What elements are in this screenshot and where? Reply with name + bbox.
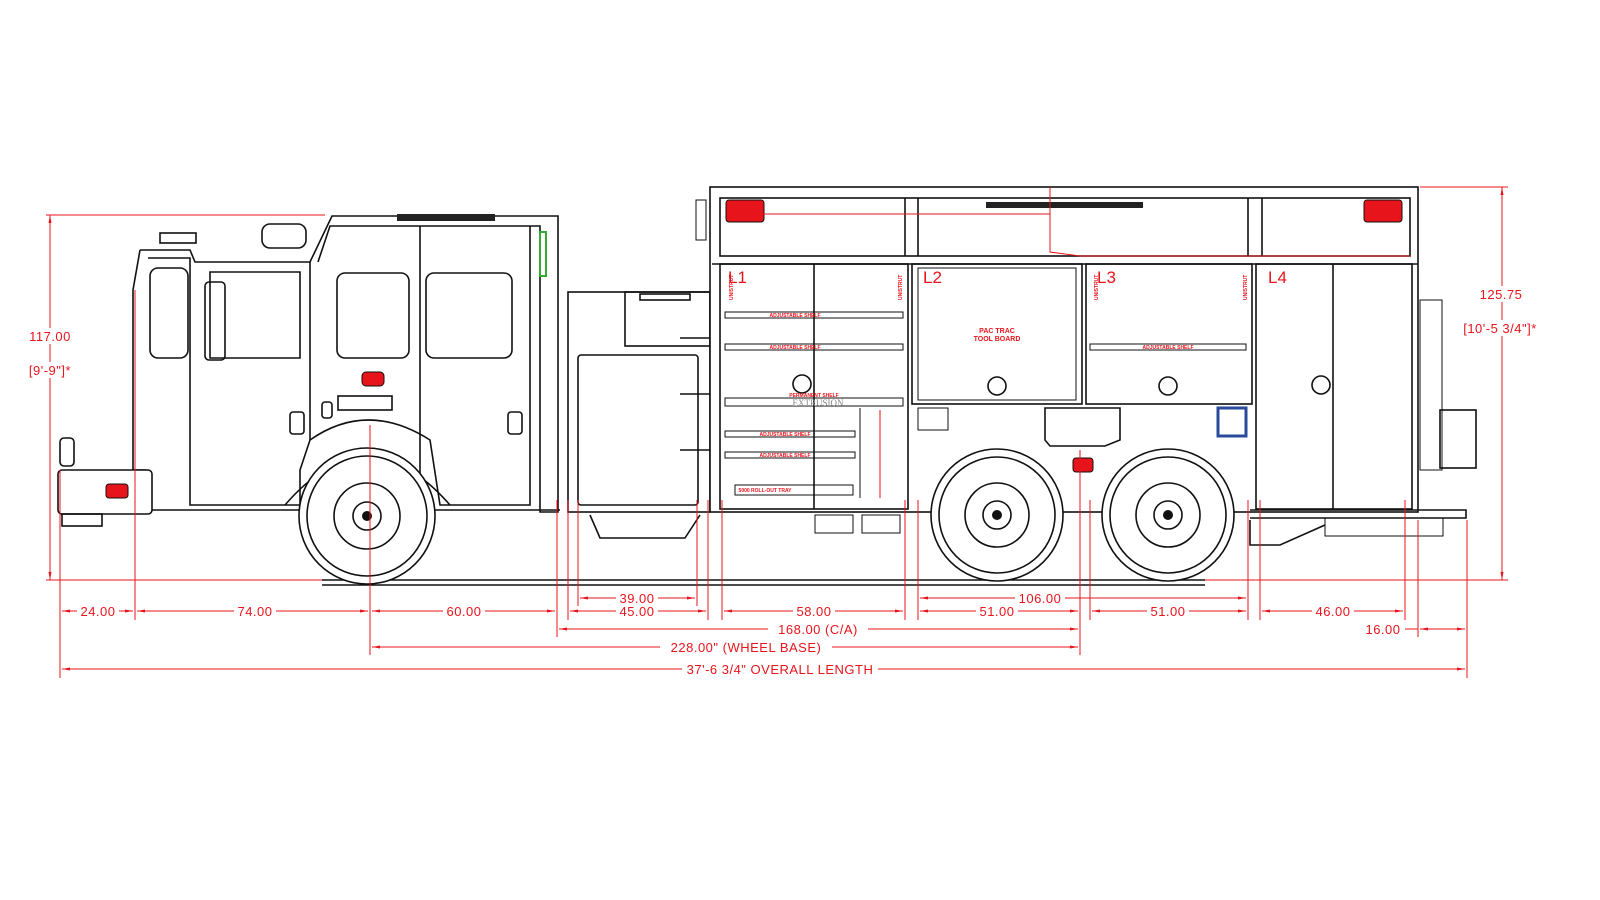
dim-l3-width: 51.00 bbox=[1150, 604, 1185, 619]
tool-board-label: TOOL BOARD bbox=[974, 336, 1021, 343]
dim-pump-inner: 39.00 bbox=[619, 591, 654, 606]
dim-front-overhang: 24.00 bbox=[80, 604, 115, 619]
dimensions: 117.00 [9'-9"]* 125.75 [10'-5 3/4"]* 24.… bbox=[18, 186, 1554, 678]
shelf-label: ADJUSTABLE SHELF bbox=[759, 453, 810, 459]
rear-wheel-2 bbox=[1101, 448, 1235, 582]
dim-axle-to-cab: 60.00 bbox=[446, 604, 481, 619]
shelf-label: ADJUSTABLE SHELF bbox=[769, 345, 820, 351]
compartment-label-l3: L3 bbox=[1097, 268, 1116, 287]
dim-cab-height: 117.00 bbox=[29, 329, 71, 344]
dim-cab-to-axle: 168.00 (C/A) bbox=[778, 622, 858, 637]
unistrut-label: UNISTRUT bbox=[1243, 275, 1249, 300]
compartment-label-l1: L1 bbox=[728, 268, 747, 287]
dim-wheel-base: 228.00" (WHEEL BASE) bbox=[671, 640, 822, 655]
dim-rear-overhang: 16.00 bbox=[1365, 622, 1400, 637]
shelf-label: ADJUSTABLE SHELF bbox=[1142, 345, 1193, 351]
dim-body-height: 125.75 bbox=[1480, 287, 1523, 302]
ground-line bbox=[322, 579, 1205, 586]
permanent-shelf-label: PERMANENT SHELF bbox=[789, 393, 838, 399]
compartment-label-l4: L4 bbox=[1268, 268, 1287, 287]
shelf-label: ADJUSTABLE SHELF bbox=[759, 432, 810, 438]
rollout-tray-label: 5000 ROLL-OUT TRAY bbox=[739, 488, 793, 494]
compartment-labels: L1 L2 L3 L4 UNISTRUT UNISTRUT UNISTRUT U… bbox=[728, 268, 1287, 494]
dim-l2-width: 51.00 bbox=[979, 604, 1014, 619]
extrusion-label: EXTRUSION bbox=[793, 398, 844, 408]
dim-body-height-ft: [10'-5 3/4"]* bbox=[1463, 321, 1537, 336]
pump-panel bbox=[567, 291, 711, 539]
apparatus-body bbox=[695, 186, 1477, 546]
dim-overall-length: 37'-6 3/4" OVERALL LENGTH bbox=[687, 662, 874, 677]
dim-l1-width: 58.00 bbox=[796, 604, 831, 619]
shelf-label: ADJUSTABLE SHELF bbox=[769, 313, 820, 319]
front-wheel bbox=[298, 447, 436, 585]
cab bbox=[57, 214, 560, 527]
rear-wheel-1 bbox=[930, 448, 1064, 582]
unistrut-label: UNISTRUT bbox=[729, 275, 735, 300]
dim-l4-width: 46.00 bbox=[1315, 604, 1350, 619]
dim-pump-outer: 45.00 bbox=[619, 604, 654, 619]
compartment-label-l2: L2 bbox=[923, 268, 942, 287]
unistrut-label: UNISTRUT bbox=[898, 275, 904, 300]
unistrut-label: UNISTRUT bbox=[1094, 275, 1100, 300]
dim-cab-height-ft: [9'-9"]* bbox=[29, 363, 71, 378]
dim-bumper-to-axle: 74.00 bbox=[237, 604, 272, 619]
tool-board-label: PAC TRAC bbox=[979, 328, 1015, 335]
dim-l2-l3-width: 106.00 bbox=[1019, 591, 1062, 606]
